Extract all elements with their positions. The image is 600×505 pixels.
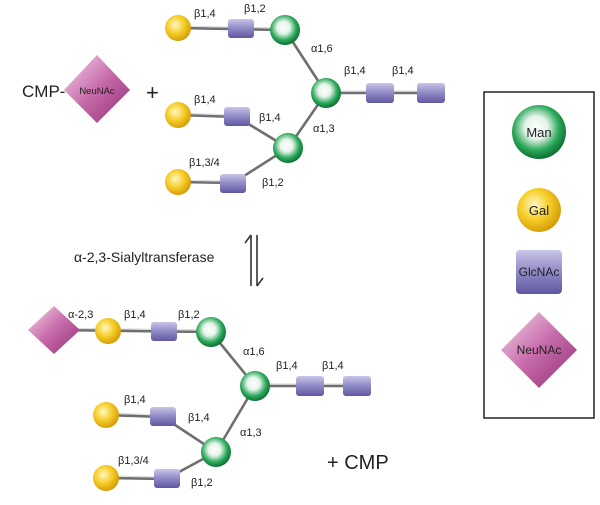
link-top-core-b: β1,4 bbox=[392, 65, 414, 77]
glcnac-top-upper bbox=[228, 19, 254, 38]
neunac-donor-icon bbox=[64, 55, 130, 123]
man-top-upper bbox=[270, 15, 300, 45]
glcnac-top-mid bbox=[224, 107, 250, 126]
product-glycan: α-2,3 β1,4 β1,2 α1,6 β1,4 β1,4 β1,4 β1,4… bbox=[28, 306, 371, 491]
glcnac-bottom-upper bbox=[151, 322, 177, 341]
reactant-glycan: β1,4 β1,2 α1,6 β1,4 β1,4 β1,4 β1,4 α1,3 … bbox=[165, 3, 445, 195]
link-bottom-core-b: β1,4 bbox=[322, 360, 344, 372]
link-bottom-sia: α-2,3 bbox=[68, 309, 93, 321]
gal-top-low bbox=[165, 169, 191, 195]
glcnac-top-core-1 bbox=[366, 83, 394, 103]
link-top-a16: α1,6 bbox=[311, 43, 333, 55]
glcnac-bottom-core-1 bbox=[296, 376, 324, 396]
link-top-mid-glc: β1,4 bbox=[259, 112, 281, 124]
bottom-linkage-labels: α-2,3 β1,4 β1,2 α1,6 β1,4 β1,4 β1,4 β1,4… bbox=[68, 309, 344, 489]
gal-top-mid bbox=[165, 102, 191, 128]
glcnac-bottom-low bbox=[154, 469, 180, 488]
legend-box: Man Gal GlcNAc NeuNAc bbox=[483, 91, 595, 419]
legend-gal-icon bbox=[517, 188, 561, 232]
man-top-lower bbox=[273, 133, 303, 163]
plus-cmp-product: + CMP bbox=[327, 452, 389, 474]
legend-man-icon bbox=[512, 105, 566, 159]
glcnac-top-core-2 bbox=[417, 83, 445, 103]
gal-bottom-low bbox=[93, 465, 119, 491]
equilibrium-arrows-icon bbox=[244, 234, 264, 287]
link-bottom-low-gal: β1,3/4 bbox=[118, 455, 149, 467]
gal-bottom-mid bbox=[93, 402, 119, 428]
legend-neunac-label: NeuNAc bbox=[517, 343, 562, 357]
cmp-prefix: CMP- bbox=[22, 82, 65, 101]
glcnac-top-low bbox=[220, 174, 246, 193]
link-bottom-core-a: β1,4 bbox=[276, 360, 298, 372]
bond-bottom-upper-chain bbox=[53, 328, 212, 334]
plus-sign-top: + bbox=[146, 80, 159, 105]
link-top-core-a: β1,4 bbox=[344, 65, 366, 77]
gal-top-upper bbox=[165, 15, 191, 41]
man-bottom-lower bbox=[201, 437, 231, 467]
link-bottom-upper-gal: β1,4 bbox=[124, 309, 146, 321]
enzyme-label: α-2,3-Sialyltransferase bbox=[74, 249, 215, 265]
link-top-upper-glc: β1,2 bbox=[244, 3, 266, 15]
glcnac-bottom-core-2 bbox=[343, 376, 371, 396]
top-linkage-labels: β1,4 β1,2 α1,6 β1,4 β1,4 β1,4 β1,4 α1,3 … bbox=[189, 3, 414, 189]
reaction-step: α-2,3-Sialyltransferase bbox=[74, 234, 264, 287]
legend-neunac-icon bbox=[501, 312, 577, 388]
man-bottom-core bbox=[240, 371, 270, 401]
man-top-core bbox=[311, 78, 341, 108]
neunac-donor-label: NeuNAc bbox=[79, 86, 115, 97]
link-bottom-mid-glc: β1,4 bbox=[188, 412, 210, 424]
link-top-a13: α1,3 bbox=[313, 123, 335, 135]
link-bottom-a16: α1,6 bbox=[243, 346, 265, 358]
legend-gal-label: Gal bbox=[529, 203, 549, 218]
link-top-low-glc: β1,2 bbox=[262, 177, 284, 189]
link-bottom-mid-gal: β1,4 bbox=[124, 394, 146, 406]
link-top-low-gal: β1,3/4 bbox=[189, 157, 220, 169]
legend-man-label: Man bbox=[526, 125, 551, 140]
glcnac-bottom-mid bbox=[150, 407, 176, 426]
legend-glcnac-icon bbox=[516, 250, 562, 294]
gal-bottom-upper bbox=[95, 318, 121, 344]
link-top-mid-gal: β1,4 bbox=[194, 94, 216, 106]
link-bottom-low-glc: β1,2 bbox=[191, 477, 213, 489]
man-bottom-upper bbox=[196, 317, 226, 347]
cmp-neunac-donor: CMP- NeuNAc + bbox=[22, 55, 159, 123]
legend-glcnac-label: GlcNAc bbox=[519, 265, 560, 279]
neunac-product-icon bbox=[28, 306, 80, 354]
link-top-upper-gal: β1,4 bbox=[194, 8, 216, 20]
link-bottom-a13: α1,3 bbox=[240, 427, 262, 439]
link-bottom-upper-glc: β1,2 bbox=[178, 309, 200, 321]
